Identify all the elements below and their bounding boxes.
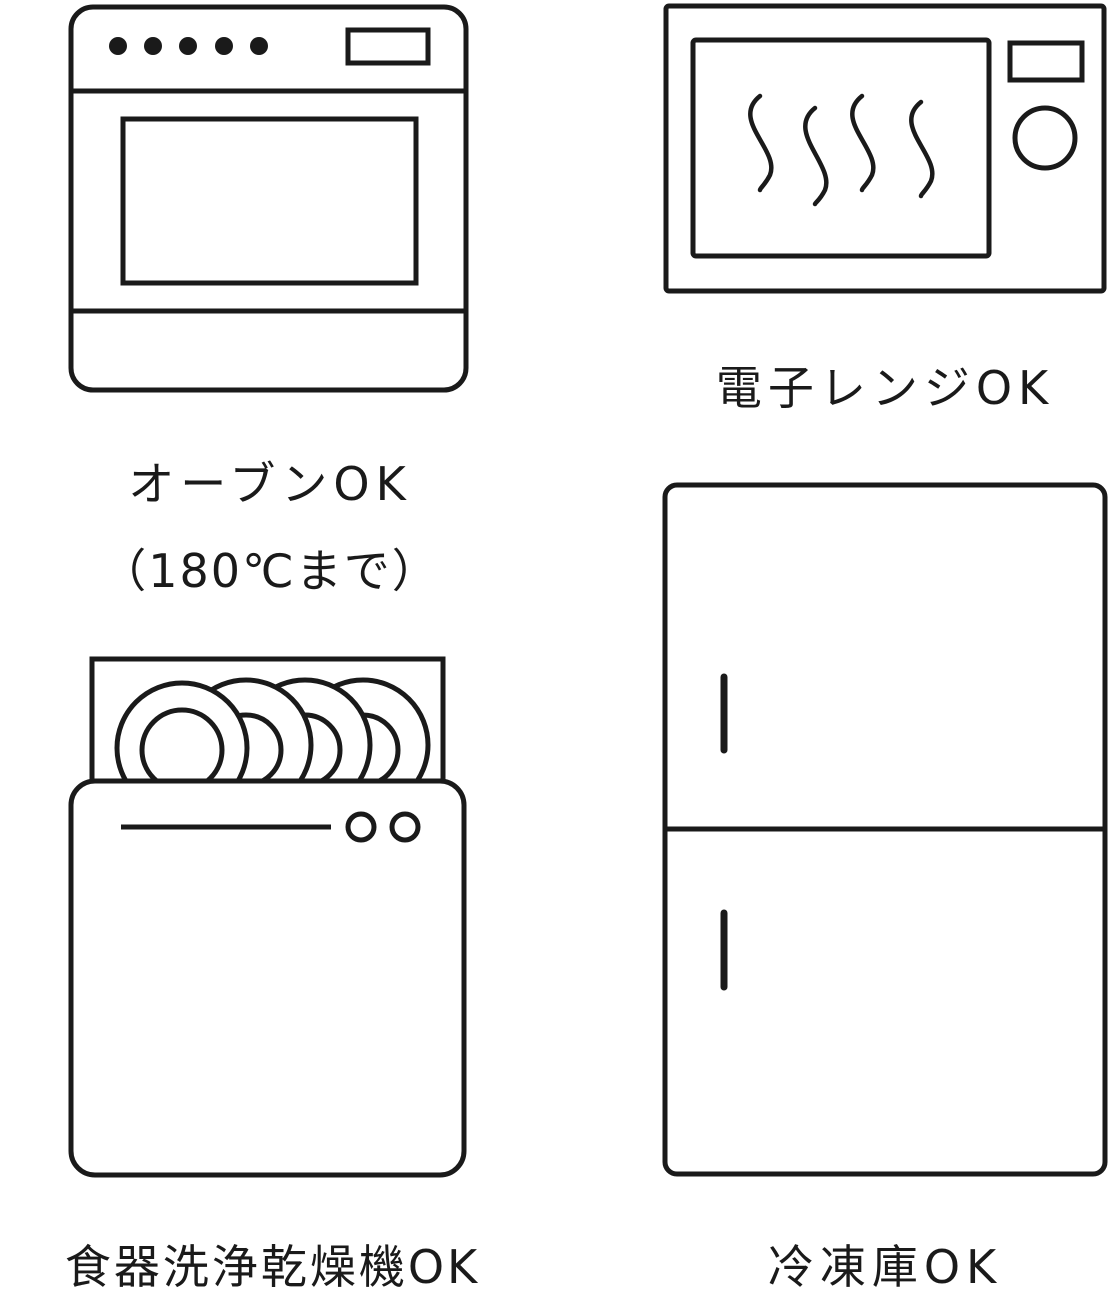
- oven-icon: [68, 4, 469, 393]
- microwave-label: 電子レンジOK: [715, 361, 1055, 415]
- freezer-label: 冷凍庫OK: [767, 1240, 1003, 1294]
- refrigerator-icon: [662, 482, 1108, 1177]
- dishwasher-icon: [68, 656, 467, 1178]
- dishwasher-label: 食器洗浄乾燥機OK: [64, 1240, 481, 1294]
- oven-temp-note: （180℃まで）: [100, 544, 440, 598]
- microwave-icon: [663, 3, 1107, 294]
- oven-label: オーブンOK: [128, 457, 412, 511]
